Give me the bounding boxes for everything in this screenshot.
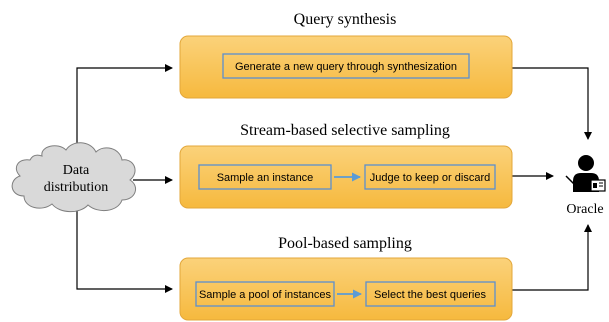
stage-query-synthesis: Query synthesis Generate a new query thr… [179, 11, 513, 99]
data-distribution-cloud: Data distribution [11, 142, 137, 213]
arrow-query-synthesis-to-oracle [512, 67, 592, 140]
step-label: Generate a new query through synthesizat… [235, 61, 457, 73]
oracle-label: Oracle [566, 202, 603, 217]
stage-title: Stream-based selective sampling [240, 122, 450, 139]
source-label-line2: distribution [44, 180, 109, 195]
step-label: Sample a pool of instances [199, 289, 332, 301]
stage-pool-based-sampling: Pool-based sampling Sample a pool of ins… [179, 235, 513, 321]
stage-box [179, 35, 513, 99]
stage-box [179, 257, 513, 321]
stage-title: Pool-based sampling [278, 235, 412, 252]
stage-stream-based-sampling: Stream-based selective sampling Sample a… [179, 122, 513, 209]
step-label: Sample an instance [217, 172, 314, 184]
oracle: Oracle [565, 155, 606, 217]
step-box [198, 164, 332, 190]
arrow-pool-based-to-oracle [512, 224, 592, 291]
source-label-line1: Data [63, 163, 90, 178]
step-box [195, 281, 335, 307]
step-label: Select the best queries [374, 289, 486, 301]
connector-arrows [76, 64, 592, 293]
stage-title: Query synthesis [294, 11, 397, 28]
step-box [222, 53, 470, 79]
teacher-with-board-icon [565, 155, 606, 192]
step-label: Judge to keep or discard [370, 172, 490, 184]
arrow-source-to-query-synthesis [76, 64, 173, 150]
arrow-source-to-pool-based [76, 202, 173, 293]
step-box [365, 281, 496, 307]
step-box [364, 164, 496, 190]
cloud-shape [11, 142, 137, 213]
